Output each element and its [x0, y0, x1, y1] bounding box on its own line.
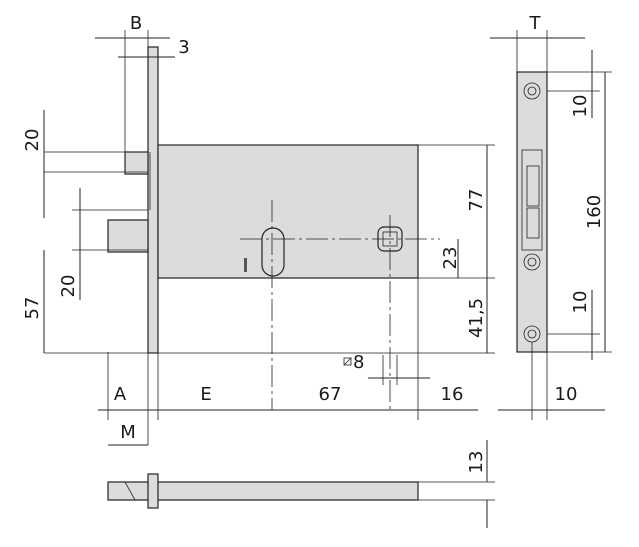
dim-20-left: 20: [58, 275, 79, 298]
dim-16: 16: [441, 384, 464, 405]
lock-body: [157, 144, 419, 279]
dim-M: M: [120, 422, 136, 443]
dim-3: 3: [178, 37, 189, 58]
latch-bolt: [124, 151, 149, 175]
dim-160: 160: [584, 195, 605, 229]
keyhole-slot: [261, 227, 285, 277]
dim-10-top: 10: [570, 95, 591, 118]
forend-plate: [147, 46, 159, 354]
forend-front-view: [516, 71, 548, 353]
dim-20-top: 20: [22, 129, 43, 152]
dim-10-front: 10: [555, 384, 578, 405]
lock-top-view: [107, 481, 419, 501]
indicator-mark: [244, 258, 247, 272]
dim-T: T: [529, 13, 542, 34]
dim-23: 23: [440, 247, 461, 270]
dim-10-bottom: 10: [570, 291, 591, 314]
dim-41-5: 41,5: [466, 298, 487, 338]
dim-77: 77: [466, 189, 487, 212]
dim-67: 67: [319, 384, 342, 405]
dim-square-8: 8: [353, 352, 364, 373]
bolt-opening: [521, 149, 543, 251]
dim-B: B: [130, 13, 142, 34]
dead-bolt: [107, 219, 149, 253]
dim-E: E: [200, 384, 211, 405]
dim-A: A: [114, 384, 127, 405]
dim-13: 13: [466, 451, 487, 474]
forend-top-view: [147, 473, 159, 509]
dim-57: 57: [22, 297, 43, 320]
